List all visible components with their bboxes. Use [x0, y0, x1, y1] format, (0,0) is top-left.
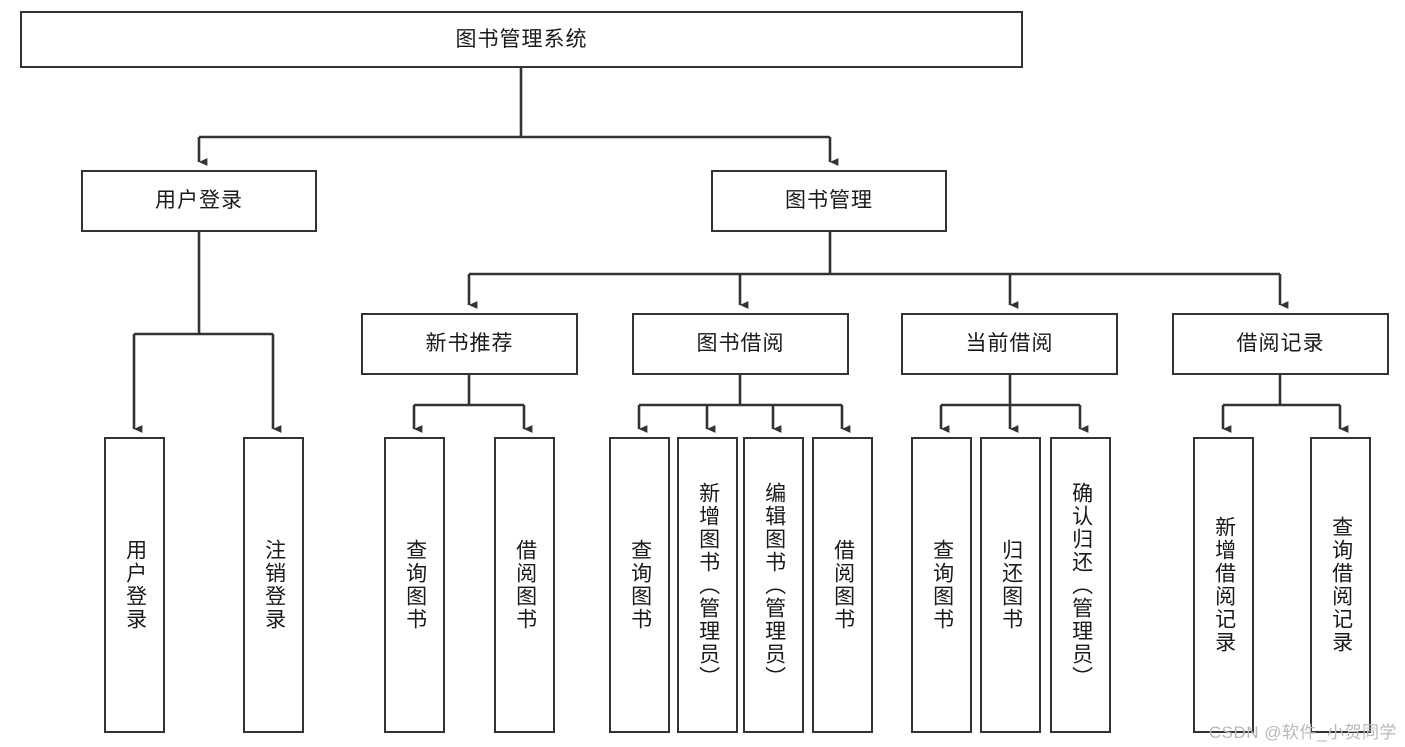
leaf-label: 确认归还（管理员）	[1069, 481, 1093, 689]
leaf-current-confirm-return-admin[interactable]: 确认归还（管理员）	[1050, 437, 1111, 733]
leaf-label: 查询图书	[628, 539, 652, 631]
csdn-watermark: CSDN @软件_小贺同学	[1208, 723, 1397, 742]
leaf-borrow-borrow-book[interactable]: 借阅图书	[812, 437, 873, 733]
leaf-record-query-record[interactable]: 查询借阅记录	[1310, 437, 1371, 733]
node-book-management[interactable]: 图书管理	[711, 170, 947, 232]
leaf-borrow-edit-book-admin[interactable]: 编辑图书（管理员）	[743, 437, 804, 733]
node-current-borrow[interactable]: 当前借阅	[901, 313, 1118, 375]
leaf-current-return-book[interactable]: 归还图书	[980, 437, 1041, 733]
leaf-record-add-record[interactable]: 新增借阅记录	[1193, 437, 1254, 733]
leaf-label: 新增图书（管理员）	[696, 481, 720, 689]
leaf-label: 编辑图书（管理员）	[762, 481, 786, 689]
leaf-user-login-login[interactable]: 用户登录	[104, 437, 165, 733]
leaf-label: 归还图书	[999, 539, 1023, 631]
leaf-label: 新增借阅记录	[1212, 516, 1236, 654]
leaf-label: 查询借阅记录	[1329, 516, 1353, 654]
leaf-label: 借阅图书	[513, 539, 537, 631]
leaf-recommend-borrow-book[interactable]: 借阅图书	[494, 437, 555, 733]
leaf-label: 查询图书	[403, 539, 427, 631]
leaf-user-login-logout[interactable]: 注销登录	[243, 437, 304, 733]
leaf-current-query-book[interactable]: 查询图书	[911, 437, 972, 733]
leaf-label: 用户登录	[123, 539, 147, 631]
leaf-label: 注销登录	[262, 539, 286, 631]
node-borrow-record[interactable]: 借阅记录	[1172, 313, 1389, 375]
leaf-label: 查询图书	[930, 539, 954, 631]
node-new-book-recommend[interactable]: 新书推荐	[361, 313, 578, 375]
node-book-borrow[interactable]: 图书借阅	[632, 313, 849, 375]
node-user-login[interactable]: 用户登录	[81, 170, 317, 232]
leaf-borrow-query-book[interactable]: 查询图书	[609, 437, 670, 733]
node-root-system[interactable]: 图书管理系统	[20, 11, 1023, 68]
leaf-recommend-query-book[interactable]: 查询图书	[384, 437, 445, 733]
leaf-label: 借阅图书	[831, 539, 855, 631]
leaf-borrow-add-book-admin[interactable]: 新增图书（管理员）	[677, 437, 738, 733]
